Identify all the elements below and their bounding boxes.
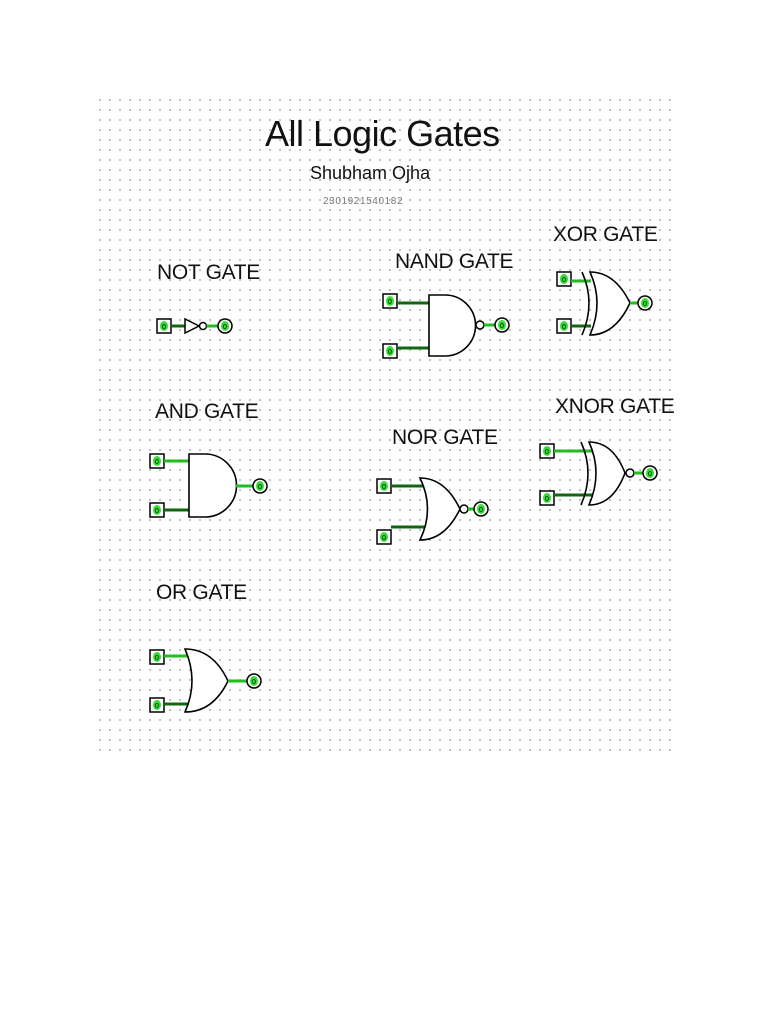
or-gate-body [183,648,229,713]
xnor-gate-body [587,441,626,506]
svg-text:0: 0 [545,449,549,456]
svg-text:0: 0 [562,277,566,284]
xnor-input-curve [580,441,589,506]
and-gate-label: AND GATE [155,400,259,423]
author-name: Shubham Ojha [310,163,431,183]
not-input-value: 0 [162,324,166,331]
not-gate-label: NOT GATE [157,261,260,284]
svg-text:0: 0 [382,535,386,542]
circuit-canvas[interactable]: All Logic Gates Shubham Ojha 23019215401… [95,95,675,757]
svg-text:0: 0 [155,655,159,662]
xor-input-curve [581,271,590,336]
or-gate[interactable]: 0 0 0 [149,648,262,713]
nand-gate-body [428,294,477,357]
xnor-inversion-bubble [625,468,635,478]
nor-gate-label: NOR GATE [392,426,498,449]
nor-gate[interactable]: 0 0 0 [376,477,489,545]
page-title: All Logic Gates [265,113,500,154]
svg-text:0: 0 [388,349,392,356]
svg-text:0: 0 [545,496,549,503]
not-gate-body [184,317,201,335]
svg-text:0: 0 [155,508,159,515]
and-gate-body [188,453,238,518]
svg-text:0: 0 [382,484,386,491]
not-inversion-bubble [198,321,208,331]
roll-number: 2301921540182 [323,196,404,207]
svg-text:0: 0 [643,301,647,308]
nor-inversion-bubble [459,504,469,514]
nand-inversion-bubble [475,320,485,330]
xor-gate-label: XOR GATE [553,223,658,246]
xor-gate[interactable]: 0 0 0 [556,271,653,336]
and-gate[interactable]: 0 0 0 [149,453,268,518]
nor-gate-body [418,477,461,541]
svg-text:0: 0 [223,324,227,331]
nand-gate[interactable]: 0 0 0 [382,293,510,359]
svg-text:0: 0 [258,484,262,491]
svg-text:0: 0 [388,299,392,306]
svg-text:0: 0 [155,459,159,466]
nand-gate-label: NAND GATE [395,250,514,273]
svg-text:0: 0 [252,679,256,686]
xnor-gate[interactable]: 0 0 0 [539,441,658,506]
svg-text:0: 0 [562,324,566,331]
or-gate-label: OR GATE [156,581,247,604]
xnor-gate-label: XNOR GATE [555,395,675,418]
svg-text:0: 0 [155,703,159,710]
svg-text:0: 0 [648,471,652,478]
xor-gate-body [588,271,631,336]
not-gate[interactable]: 0 0 [156,317,233,335]
svg-text:0: 0 [479,507,483,514]
circuit-diagram: 0 0 0 0 0 [149,271,658,713]
svg-text:0: 0 [500,323,504,330]
